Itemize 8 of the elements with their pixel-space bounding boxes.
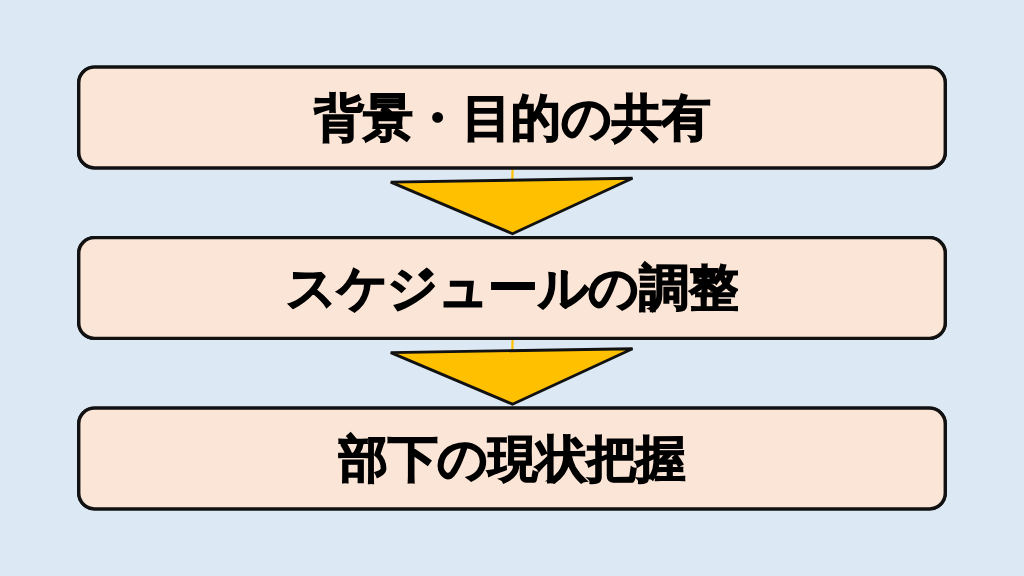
process-box: [77, 406, 947, 511]
process-box: [77, 65, 947, 170]
arrow: [389, 338, 634, 406]
step-label: 背景・目的の共有: [313, 87, 711, 148]
arrow: [389, 168, 634, 236]
step-label: スケジュールの調整: [285, 258, 739, 319]
step-label: 部下の現状把握: [338, 428, 686, 489]
process-box: [77, 235, 947, 341]
